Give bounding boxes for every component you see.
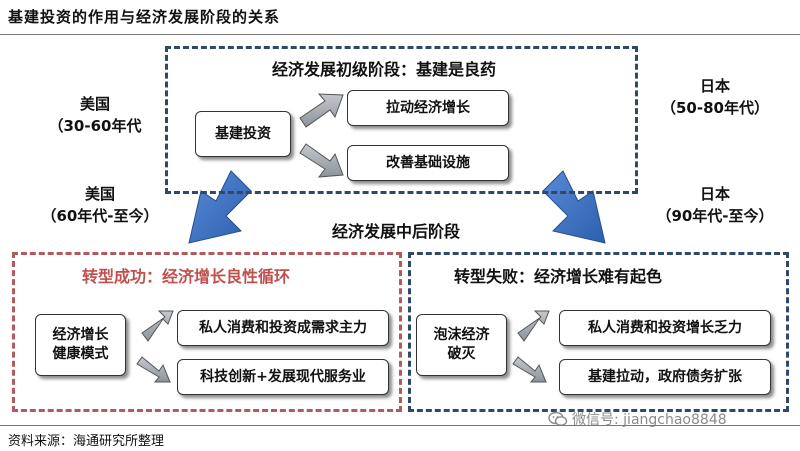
tech-innovation-label: 科技创新+发展现代服务业: [200, 368, 366, 385]
bubble-burst-label: 泡沫经济破灭: [433, 327, 490, 362]
weak-private-demand-label: 私人消费和投资增长乏力: [588, 319, 742, 336]
japan-late-country: 日本: [699, 185, 730, 203]
us-late-country: 美国: [84, 185, 115, 203]
transition-arrow-left: [188, 170, 252, 244]
japan-early-country: 日本: [699, 77, 730, 95]
private-demand-box: 私人消费和投资成需求主力: [177, 310, 389, 346]
improve-infrastructure-box: 改善基础设施: [347, 145, 509, 181]
wechat-icon: [548, 411, 568, 431]
us-early-country: 美国: [79, 95, 110, 113]
japan-late-period: （90年代-至今）: [656, 206, 774, 225]
us-late-period: （60年代-至今）: [41, 206, 159, 225]
private-demand-label: 私人消费和投资成需求主力: [199, 319, 367, 336]
bottom-divider: [0, 425, 800, 426]
boost-growth-box: 拉动经济增长: [347, 90, 509, 126]
watermark-text: 微信号: jiangchao8848: [572, 412, 727, 428]
success-header: 转型成功：经济增长良性循环: [82, 267, 291, 286]
arrow-to-consumption-failure: [517, 310, 550, 342]
japan-late-label: 日本 （90年代-至今）: [640, 184, 790, 228]
source-note: 资料来源：海通研究所整理: [8, 434, 165, 449]
us-early-period: （30-60年代: [48, 116, 142, 135]
boost-growth-label: 拉动经济增长: [386, 99, 470, 116]
infrastructure-investment-label: 基建投资: [215, 125, 271, 142]
arrow-to-consumption-success: [141, 310, 174, 342]
transition-arrow-right: [542, 170, 606, 244]
healthy-growth-label: 经济增长健康模式: [52, 327, 109, 362]
tech-innovation-box: 科技创新+发展现代服务业: [177, 359, 389, 395]
healthy-growth-box: 经济增长健康模式: [35, 314, 126, 376]
us-late-label: 美国 （60年代-至今）: [30, 184, 170, 228]
arrow-to-growth: [299, 93, 344, 128]
us-early-label: 美国 （30-60年代: [40, 94, 150, 138]
infrastructure-investment-box: 基建投资: [195, 111, 291, 157]
japan-early-period: （50-80年代）: [661, 98, 769, 117]
arrow-to-infrastructure: [299, 143, 344, 178]
title-divider: [0, 34, 800, 35]
success-frame: [12, 252, 402, 412]
bubble-burst-box: 泡沫经济破灭: [416, 314, 507, 376]
arrow-to-innovation: [136, 356, 171, 383]
failure-frame: [408, 252, 789, 412]
government-debt-box: 基建拉动，政府债务扩张: [559, 359, 771, 395]
japan-early-label: 日本 （50-80年代）: [650, 76, 780, 120]
weak-private-demand-box: 私人消费和投资增长乏力: [559, 310, 771, 346]
wechat-watermark: 微信号: jiangchao8848: [548, 409, 727, 431]
arrow-to-debt: [512, 356, 547, 383]
failure-header: 转型失败：经济增长难有起色: [454, 267, 663, 286]
late-stage-label: 经济发展中后阶段: [332, 222, 461, 241]
government-debt-label: 基建拉动，政府债务扩张: [588, 368, 742, 385]
improve-infrastructure-label: 改善基础设施: [386, 154, 470, 171]
figure-title: 基建投资的作用与经济发展阶段的关系: [8, 8, 281, 26]
early-stage-header: 经济发展初级阶段：基建是良药: [272, 60, 497, 79]
early-stage-frame: [165, 46, 638, 194]
